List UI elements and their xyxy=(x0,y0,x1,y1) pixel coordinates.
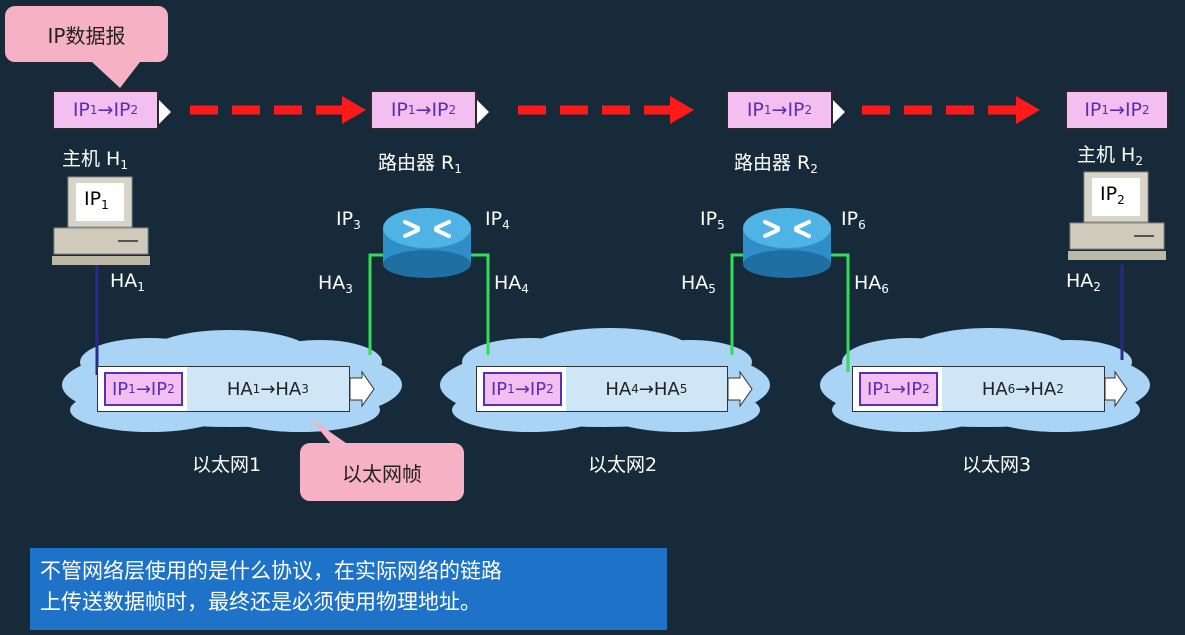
host-h2-computer-icon xyxy=(1068,171,1166,260)
router-r2-ip6: IP6 xyxy=(841,208,866,232)
host-h2-ha: HA2 xyxy=(1066,270,1101,294)
r2-link-right xyxy=(830,253,850,372)
host-h2-ip: IP2 xyxy=(1100,183,1125,207)
router-r1-ip3: IP3 xyxy=(336,208,361,232)
host-h1-ha: HA1 xyxy=(110,270,145,294)
forward-arrow-2 xyxy=(518,96,694,124)
network-1-label: 以太网1 xyxy=(192,454,262,476)
host-h2-label: 主机 H2 xyxy=(1077,144,1143,168)
router-r2-ip5: IP5 xyxy=(700,208,725,232)
router-r2-label: 路由器 R2 xyxy=(734,152,818,176)
r1-link-right xyxy=(470,253,490,355)
router-r2-ha6: HA6 xyxy=(854,272,889,296)
callout-ethernet-frame: 以太网帧 xyxy=(300,443,464,501)
r2-link-left xyxy=(730,253,744,355)
forward-arrow-3 xyxy=(862,96,1040,124)
frame-1-tip xyxy=(349,370,375,408)
router-r1-icon xyxy=(383,208,471,278)
callout-ip-datagram: IP数据报 xyxy=(5,6,168,62)
host-h1-label: 主机 H1 xyxy=(62,148,128,172)
router-r1-ip4: IP4 xyxy=(485,208,510,232)
frame-3-tip xyxy=(1104,370,1128,408)
callout-eth-frame-pointer xyxy=(310,418,356,450)
router-r2-icon xyxy=(743,208,831,278)
router-r1-ha4: HA4 xyxy=(494,272,529,296)
callout-ip-datagram-pointer xyxy=(92,62,140,88)
router-r1-label: 路由器 R1 xyxy=(378,152,462,176)
frame-2-tip xyxy=(727,370,753,408)
r1-link-left xyxy=(368,253,384,355)
host-h1-ip: IP1 xyxy=(84,188,109,212)
network-2-label: 以太网2 xyxy=(588,454,658,476)
explanation-note: 不管网络层使用的是什么协议，在实际网络的链路 上传送数据帧时，最终还是必须使用物… xyxy=(30,548,667,630)
router-r1-ha3: HA3 xyxy=(318,272,353,296)
network-3-label: 以太网3 xyxy=(962,454,1032,476)
router-r2-ha5: HA5 xyxy=(681,272,716,296)
forward-arrow-1 xyxy=(190,96,366,124)
host-h1-computer-icon xyxy=(52,176,150,265)
